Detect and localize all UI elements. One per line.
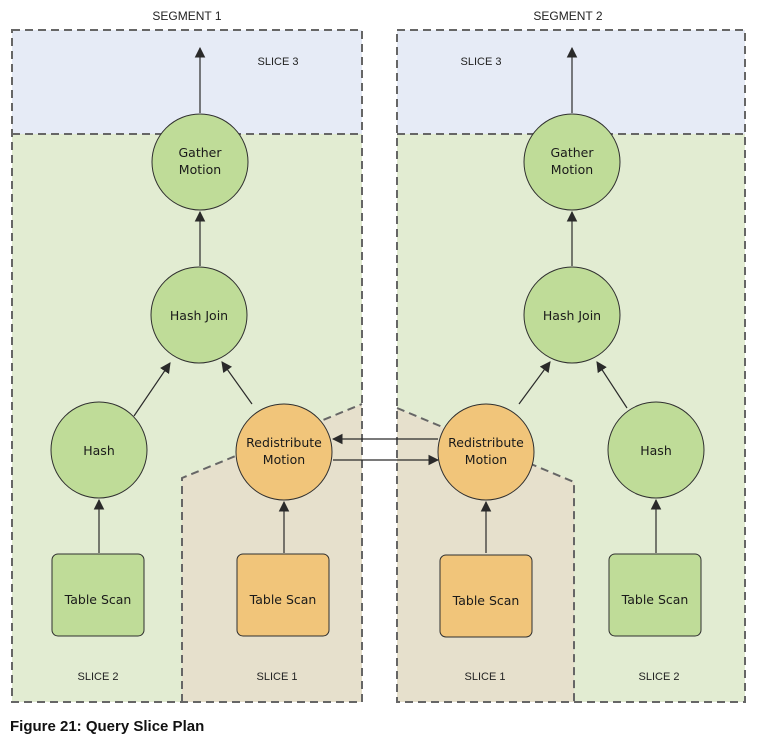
table-scan-label: Table Scan: [452, 593, 520, 608]
segment-2-hash-join-node: Hash Join: [523, 266, 621, 364]
gather-label-line-2: Motion: [551, 162, 593, 177]
segment-1-green-table-scan-node: Table Scan: [51, 553, 145, 637]
segment-2-green-table-scan-node: Table Scan: [608, 553, 702, 637]
segment-2: SEGMENT 2 SLICE 3 SLICE 1 SLICE 2 Gather…: [396, 9, 746, 703]
redistribute-label-line-1: Redistribute: [246, 435, 322, 450]
hash-label: Hash: [83, 443, 115, 458]
segment-1-orange-table-scan-node: Table Scan: [236, 553, 330, 637]
segment-1-border: [11, 29, 363, 703]
figure-caption: Figure 21: Query Slice Plan: [10, 718, 205, 735]
segment-1-redistribute-motion-node: Redistribute Motion: [235, 403, 333, 501]
redistribute-label-line-1: Redistribute: [448, 435, 524, 450]
edge-redistribute-to-hashjoin: [518, 361, 551, 405]
segment-1-hash-node: Hash: [50, 401, 148, 499]
table-scan-label: Table Scan: [64, 592, 132, 607]
query-slice-plan-diagram: SEGMENT 1 SLICE 3 SLICE 2 SLICE 1 Gather…: [11, 9, 746, 703]
segment-2-redistribute-motion-node: Redistribute Motion: [437, 403, 535, 501]
segment-2-hash-node: Hash: [607, 401, 705, 499]
hash-join-label: Hash Join: [170, 308, 228, 323]
segment-2-slice-1-label: SLICE 1: [465, 671, 506, 683]
edge-hash-to-hashjoin: [133, 362, 171, 417]
segment-1-hash-join-node: Hash Join: [150, 266, 248, 364]
gather-label-line-1: Gather: [551, 145, 595, 160]
segment-2-border: [396, 29, 746, 703]
gather-label-line-1: Gather: [179, 145, 223, 160]
hash-label: Hash: [640, 443, 672, 458]
hash-join-label: Hash Join: [543, 308, 601, 323]
redistribute-label-line-2: Motion: [263, 452, 305, 467]
segment-2-orange-table-scan-node: Table Scan: [439, 554, 533, 638]
segment-2-slice-3-label: SLICE 3: [461, 56, 502, 68]
table-scan-label: Table Scan: [249, 592, 317, 607]
segment-2-title: SEGMENT 2: [533, 9, 602, 23]
segment-2-slice-2-label: SLICE 2: [639, 671, 680, 683]
gather-label-line-2: Motion: [179, 162, 221, 177]
segment-1: SEGMENT 1 SLICE 3 SLICE 2 SLICE 1 Gather…: [11, 9, 363, 703]
segment-2-gather-motion-node: Gather Motion: [523, 113, 621, 211]
segment-2-slice-1-boundary: [396, 407, 575, 702]
edge-hash-to-hashjoin: [596, 361, 628, 409]
edge-redistribute-to-hashjoin: [221, 361, 253, 405]
segment-1-slice-1-label: SLICE 1: [257, 671, 298, 683]
table-scan-label: Table Scan: [621, 592, 689, 607]
segment-1-title: SEGMENT 1: [152, 9, 221, 23]
segment-1-gather-motion-node: Gather Motion: [151, 113, 249, 211]
redistribute-label-line-2: Motion: [465, 452, 507, 467]
segment-1-slice-3-label: SLICE 3: [258, 56, 299, 68]
segment-1-slice-2-label: SLICE 2: [78, 671, 119, 683]
